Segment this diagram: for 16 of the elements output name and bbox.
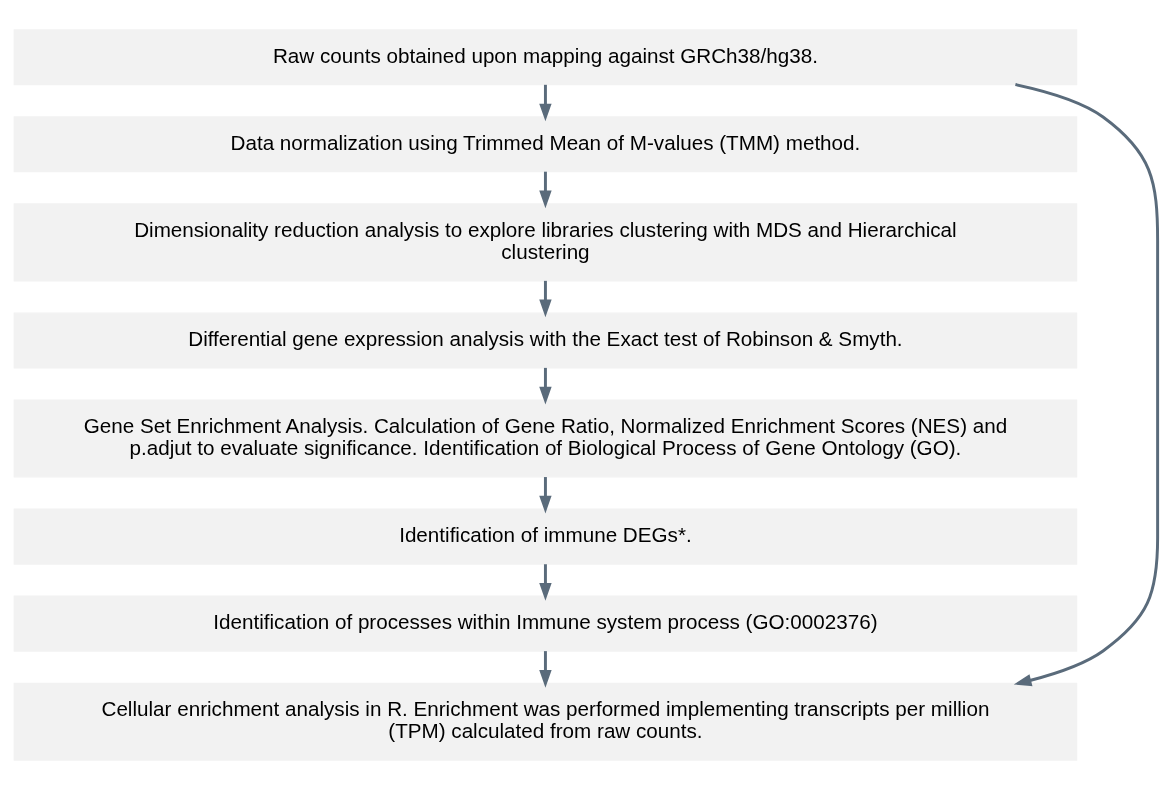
node-box: Raw counts obtained upon mapping against GRCh38/hg38.: [13, 29, 1078, 86]
arrow: [539, 651, 552, 688]
node-box: Dimensionality reduction analysis to explore libraries clustering with MDS and Hierarchical clustering: [13, 203, 1078, 282]
arrow: [539, 367, 552, 405]
node-box: Cellular enrichment analysis in R. Enrichment was performed implementing transcripts per million (TPM) calculated from raw counts.: [13, 682, 1078, 761]
node-box: Data normalization using Trimmed Mean of M-values (TMM) method.: [13, 116, 1078, 173]
arrow: [539, 171, 552, 209]
node-box: Identification of processes within Immune system process (GO:0002376): [13, 595, 1078, 652]
node-box: Differential gene expression analysis with the Exact test of Robinson & Smyth.: [13, 312, 1078, 369]
node-box: Gene Set Enrichment Analysis. Calculation of Gene Ratio, Normalized Enrichment Scores (NES) and p.adjut to evaluate significance. Identification of Biological Process of Gene Ontology (GO).: [13, 399, 1078, 478]
node-box: Identification of immune DEGs*.: [13, 508, 1078, 565]
arrow: [539, 477, 552, 514]
arrow: [539, 280, 552, 318]
arrow: [1013, 83, 1160, 687]
arrow: [539, 84, 552, 122]
arrow: [539, 564, 552, 601]
